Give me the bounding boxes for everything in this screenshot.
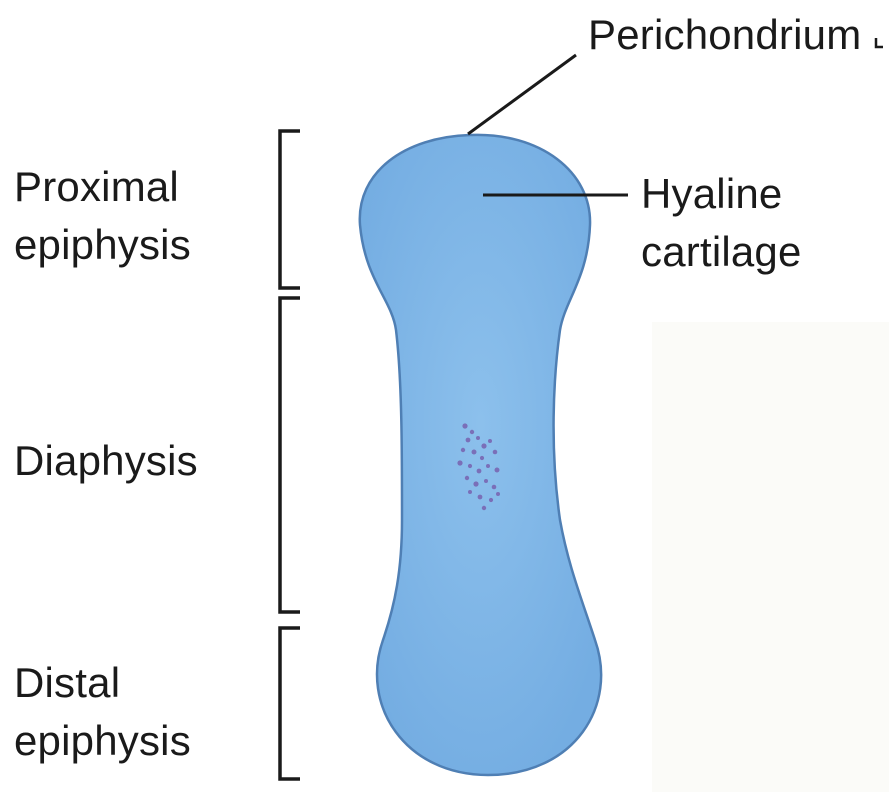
- hyaline-label-line2: cartilage: [641, 223, 802, 281]
- perichondrium-leader-line: [468, 55, 576, 134]
- background-panel: [652, 322, 889, 792]
- perichondrium-tick: [876, 38, 883, 47]
- perichondrium-label: Perichondrium: [588, 6, 861, 64]
- hyaline-label-line1: Hyaline: [641, 165, 802, 223]
- proximal-label-line1: Proximal: [14, 158, 191, 216]
- distal-label-line2: epiphysis: [14, 712, 191, 770]
- diaphysis-label-text: Diaphysis: [14, 432, 198, 490]
- distal-epiphysis-bracket: [280, 628, 300, 779]
- distal-epiphysis-label: Distal epiphysis: [14, 654, 191, 770]
- distal-label-line1: Distal: [14, 654, 191, 712]
- diaphysis-label: Diaphysis: [14, 432, 198, 490]
- diaphysis-bracket: [280, 298, 300, 612]
- perichondrium-label-text: Perichondrium: [588, 6, 861, 64]
- proximal-epiphysis-bracket: [280, 131, 300, 288]
- hyaline-cartilage-label: Hyaline cartilage: [641, 165, 802, 281]
- cartilage-model-shape: [360, 135, 601, 775]
- proximal-epiphysis-label: Proximal epiphysis: [14, 158, 191, 274]
- proximal-label-line2: epiphysis: [14, 216, 191, 274]
